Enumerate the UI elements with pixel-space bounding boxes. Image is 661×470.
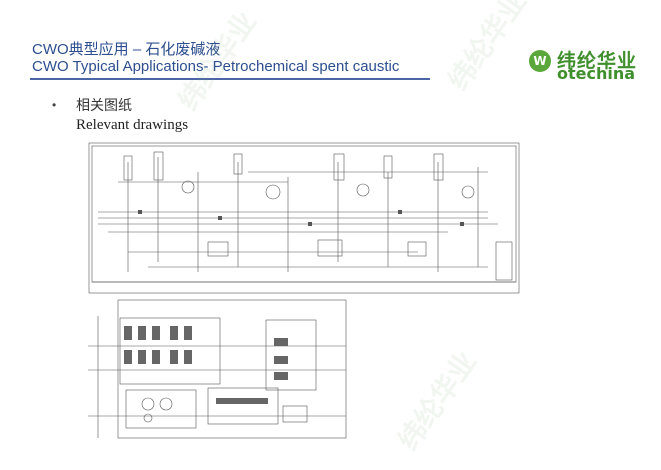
logo-name-chinese: 纬纶华业 <box>557 50 638 72</box>
bullet-label-chinese: 相关图纸 <box>76 98 132 114</box>
logo-mark-icon: W <box>529 50 551 72</box>
company-logo: W 纬纶华业 otechina <box>529 46 659 83</box>
watermark-logo: 纬纶华业 <box>441 0 533 97</box>
title-underline <box>30 78 430 80</box>
process-flow-drawing <box>88 142 520 294</box>
page-title-chinese: CWO典型应用 – 石化废碱液 <box>32 41 221 58</box>
page-title-english: CWO Typical Applications- Petrochemical … <box>32 58 400 75</box>
bullet-marker: • <box>52 98 57 112</box>
plant-layout-drawing <box>88 299 347 439</box>
bullet-label-english: Relevant drawings <box>76 117 189 133</box>
logo-name-english: otechina <box>557 64 636 83</box>
watermark-logo: 纬纶华业 <box>391 345 483 457</box>
